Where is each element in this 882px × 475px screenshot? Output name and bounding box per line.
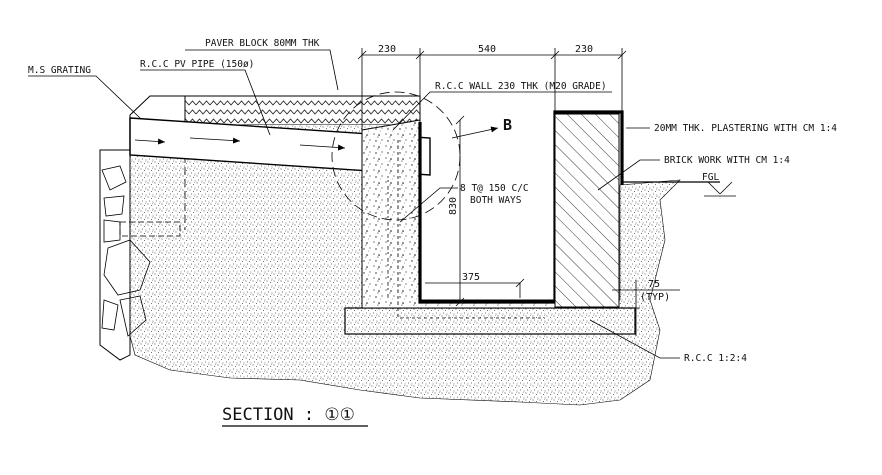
- label-pipe: R.C.C PV PIPE (150ø): [140, 59, 254, 70]
- pipe-support-block: [119, 221, 181, 237]
- dim-base-thk: 75: [648, 279, 660, 290]
- label-brick: BRICK WORK WITH CM 1:4: [664, 155, 790, 166]
- label-rcc-wall: R.C.C WALL 230 THK (M20 GRADE): [435, 81, 607, 92]
- dim-depth: 830: [448, 197, 459, 215]
- fgl-symbol: [704, 181, 736, 197]
- label-reinf-1: 8 T@ 150 C/C: [460, 183, 529, 194]
- label-grating: M.S GRATING: [28, 65, 91, 76]
- inner-dimension: 375: [425, 272, 525, 298]
- base-thickness-dim: 75 (TYP): [612, 279, 680, 336]
- base-slab: [344, 307, 636, 335]
- fgl-label: FGL: [702, 172, 719, 183]
- label-pcc: R.C.C 1:2:4: [684, 353, 747, 364]
- paver-block: [184, 95, 421, 126]
- dim-left-wall: 230: [378, 44, 396, 55]
- detail-ref-b: B: [503, 116, 512, 134]
- label-plastering: 20MM THK. PLASTERING WITH CM 1:4: [654, 123, 837, 134]
- dim-right-wall: 230: [575, 44, 593, 55]
- label-paver: PAVER BLOCK 80MM THK: [205, 38, 320, 49]
- dim-inner: 375: [462, 272, 480, 283]
- annotations: PAVER BLOCK 80MM THK M.S GRATING R.C.C P…: [28, 38, 837, 364]
- section-title: SECTION : ①①: [222, 405, 355, 425]
- depth-dimension: 830: [448, 115, 465, 307]
- rubble-stone: [99, 149, 151, 361]
- pvc-pipe: [129, 117, 431, 176]
- label-reinf-2: BOTH WAYS: [470, 195, 522, 206]
- top-dimensions: 230 540 230: [357, 44, 627, 130]
- dim-channel: 540: [478, 44, 496, 55]
- dim-base-typ: (TYP): [640, 292, 670, 303]
- brick-wall-right: [554, 113, 620, 308]
- reinforcement: [397, 140, 545, 319]
